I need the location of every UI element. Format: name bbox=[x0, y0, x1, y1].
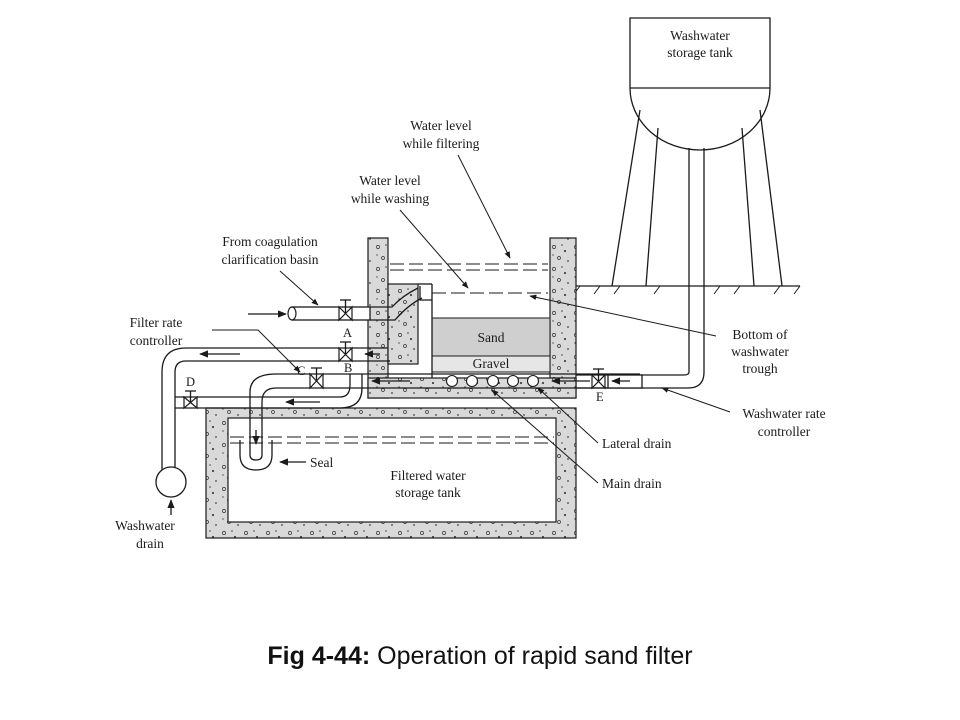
filtered-water-tank-label-1: Filtered water bbox=[390, 468, 466, 483]
sand-layer bbox=[431, 317, 551, 357]
valve-c-label: C bbox=[297, 364, 305, 378]
bottom-trough-label-3: trough bbox=[742, 361, 777, 376]
water-level-filtering-leader bbox=[457, 154, 511, 259]
valve-a-label: A bbox=[343, 326, 352, 340]
figure-caption: Fig 4-44: Operation of rapid sand filter bbox=[0, 642, 960, 671]
valve-b-label: B bbox=[344, 361, 352, 375]
from-coagulation-label-2: clarification basin bbox=[221, 252, 318, 267]
filter-rate-controller-label-2: controller bbox=[130, 333, 183, 348]
filter-rate-controller-leader bbox=[212, 329, 301, 373]
washwater-storage-tank bbox=[573, 17, 801, 389]
bottom-trough-label-1: Bottom of bbox=[732, 327, 788, 342]
figure-number: Fig 4-44: bbox=[267, 642, 371, 670]
filtered-water-storage-tank bbox=[205, 407, 577, 539]
drain-pipe bbox=[155, 374, 363, 515]
lateral-drain-leader bbox=[537, 387, 599, 444]
valve-d-icon[interactable] bbox=[183, 390, 198, 410]
lateral-drains bbox=[445, 374, 540, 388]
water-level-filtering-label-1: Water level bbox=[410, 118, 472, 133]
from-coagulation-leader bbox=[279, 270, 319, 306]
main-drain-label: Main drain bbox=[602, 476, 662, 491]
main-drain-leader bbox=[491, 389, 599, 484]
gravel-label: Gravel bbox=[473, 356, 510, 371]
valve-c-icon[interactable] bbox=[309, 367, 324, 390]
washwater-storage-tank-label-2: storage tank bbox=[667, 45, 733, 60]
washwater-rate-controller-leader bbox=[661, 387, 731, 413]
valve-a-icon[interactable] bbox=[338, 299, 353, 322]
water-level-filtering-label-2: while filtering bbox=[403, 136, 480, 151]
water-level-washing-label-2: while washing bbox=[351, 191, 430, 206]
seal-label: Seal bbox=[310, 455, 333, 470]
washwater-storage-tank-label-1: Washwater bbox=[670, 28, 730, 43]
valve-e-label: E bbox=[596, 390, 604, 404]
washwater-rate-controller-label-1: Washwater rate bbox=[742, 406, 825, 421]
washwater-drain-label-1: Washwater bbox=[115, 518, 175, 533]
filtered-outlet-pipe bbox=[161, 347, 388, 395]
filtered-water-tank-label-2: storage tank bbox=[395, 485, 461, 500]
from-coagulation-label-1: From coagulation bbox=[222, 234, 318, 249]
washwater-drain-pump bbox=[155, 466, 187, 498]
valve-b-icon[interactable] bbox=[338, 341, 353, 363]
valve-d-label: D bbox=[186, 375, 195, 389]
filter-rate-controller-label-1: Filter rate bbox=[130, 315, 183, 330]
bottom-trough-leader bbox=[529, 294, 717, 337]
water-level-washing-label-1: Water level bbox=[359, 173, 421, 188]
water-level-washing-leader bbox=[399, 209, 469, 289]
valve-e-icon[interactable] bbox=[591, 368, 606, 390]
bottom-trough-label-2: washwater bbox=[731, 344, 789, 359]
seal-pipe bbox=[239, 440, 306, 471]
lateral-drain-label: Lateral drain bbox=[602, 436, 672, 451]
washwater-drain-label-2: drain bbox=[136, 536, 164, 551]
sand-label: Sand bbox=[478, 330, 505, 345]
figure-title: Operation of rapid sand filter bbox=[377, 642, 693, 670]
washwater-rate-controller-label-2: controller bbox=[758, 424, 811, 439]
